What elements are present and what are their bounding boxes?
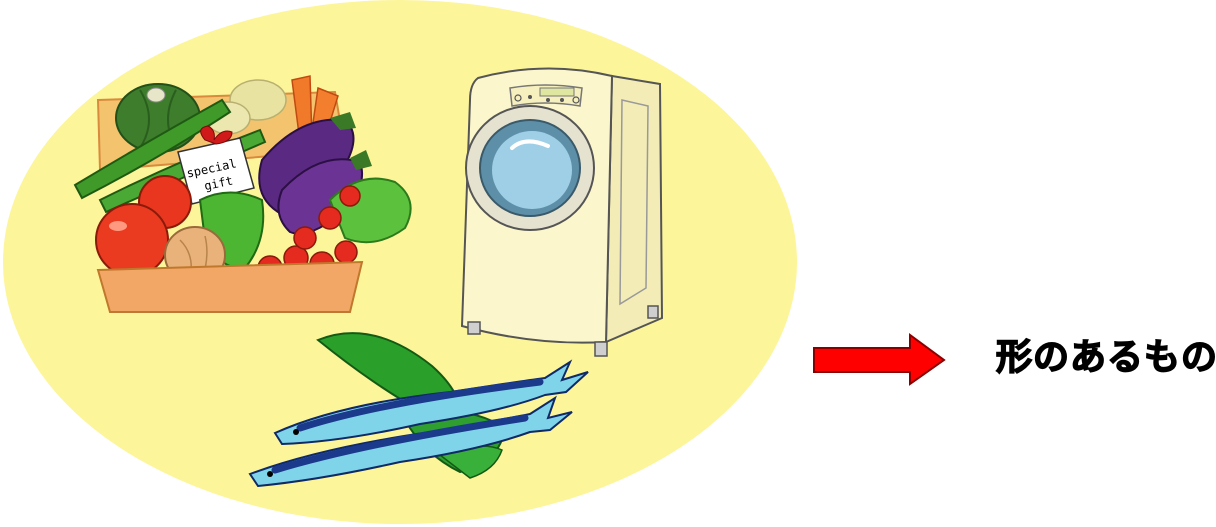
right-arrow-icon [813, 333, 946, 386]
caption-text: 形のあるもの [995, 336, 1216, 379]
vegetable-basket-icon: special gift [73, 75, 412, 313]
fish-icon [248, 332, 589, 488]
washing-machine-icon [460, 67, 664, 357]
gift-card-line2: gift [203, 174, 234, 194]
gift-card: special gift [177, 125, 255, 205]
